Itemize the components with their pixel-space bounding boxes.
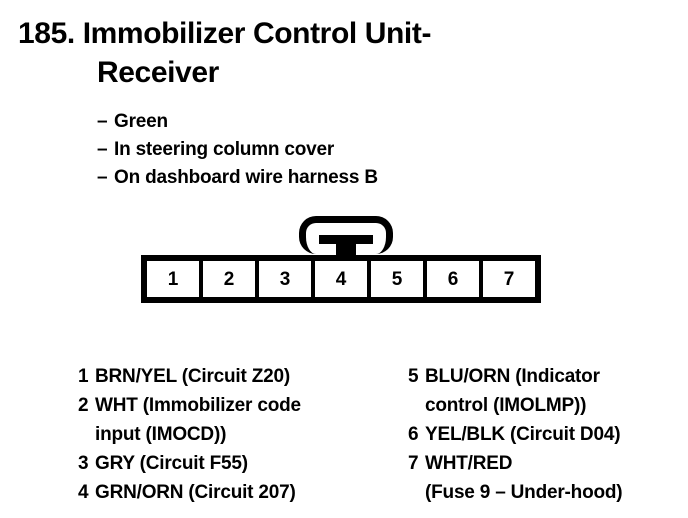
pin-number: 4 bbox=[78, 482, 89, 503]
pin-legend-entry: 7 WHT/RED (Fuse 9 – Under-hood) bbox=[408, 449, 688, 507]
page-title: 185. Immobilizer Control Unit- Receiver bbox=[18, 14, 658, 92]
pin-number: 5 bbox=[408, 366, 419, 387]
pin-legend-entry: 1 BRN/YEL (Circuit Z20) bbox=[78, 362, 388, 391]
locking-tab-icon bbox=[299, 216, 393, 257]
pin-description-line: WHT/RED bbox=[425, 453, 513, 474]
pin-description-line: WHT (Immobilizer code bbox=[95, 395, 301, 416]
description-list: – Green – In steering column cover – On … bbox=[97, 108, 617, 192]
pin-cell: 1 bbox=[147, 261, 199, 297]
pin-description-continuation: input (IMOCD)) bbox=[95, 424, 227, 445]
pin-legend-entry: 3 GRY (Circuit F55) bbox=[78, 449, 388, 478]
pin-description: WHT (Immobilizer code input (IMOCD)) bbox=[95, 391, 388, 449]
list-item: – Green bbox=[97, 108, 617, 136]
pin-number: 7 bbox=[408, 453, 419, 474]
pin-description: WHT/RED (Fuse 9 – Under-hood) bbox=[425, 449, 688, 507]
pin-description-line: GRN/ORN (Circuit 207) bbox=[95, 482, 296, 503]
pin-cell: 2 bbox=[203, 261, 255, 297]
pin-legend-right-column: 5 BLU/ORN (Indicator control (IMOLMP)) 6… bbox=[408, 362, 688, 507]
pin-legend-entry: 6 YEL/BLK (Circuit D04) bbox=[408, 420, 688, 449]
pin-number: 3 bbox=[78, 453, 89, 474]
connector-body: 1 2 3 4 5 6 7 bbox=[141, 255, 541, 303]
page-title-line-2: Receiver bbox=[97, 56, 219, 89]
pin-number: 2 bbox=[78, 395, 89, 416]
list-item-label: In steering column cover bbox=[114, 139, 335, 160]
pin-description-continuation: control (IMOLMP)) bbox=[425, 395, 587, 416]
pin-cell: 4 bbox=[315, 261, 367, 297]
dash-icon: – bbox=[97, 111, 108, 132]
pin-cell: 7 bbox=[483, 261, 535, 297]
dash-icon: – bbox=[97, 167, 108, 188]
pin-cell: 6 bbox=[427, 261, 479, 297]
locking-tab-outline bbox=[299, 216, 393, 254]
list-item: – On dashboard wire harness B bbox=[97, 164, 617, 192]
dash-icon: – bbox=[97, 139, 108, 160]
pin-description-continuation: (Fuse 9 – Under-hood) bbox=[425, 482, 623, 503]
pin-description: GRN/ORN (Circuit 207) bbox=[95, 478, 388, 507]
pin-legend-left-column: 1 BRN/YEL (Circuit Z20) 2 WHT (Immobiliz… bbox=[78, 362, 388, 507]
locking-tab-stem bbox=[336, 235, 356, 257]
pin-description: BRN/YEL (Circuit Z20) bbox=[95, 362, 388, 391]
pin-legend-entry: 2 WHT (Immobilizer code input (IMOCD)) bbox=[78, 391, 388, 449]
pin-legend-entry: 4 GRN/ORN (Circuit 207) bbox=[78, 478, 388, 507]
pin-description-line: BRN/YEL (Circuit Z20) bbox=[95, 366, 290, 387]
pin-description-line: BLU/ORN (Indicator bbox=[425, 366, 600, 387]
page-title-line-1: 185. Immobilizer Control Unit- bbox=[18, 17, 432, 50]
pin-description-line: GRY (Circuit F55) bbox=[95, 453, 248, 474]
pin-cell: 5 bbox=[371, 261, 423, 297]
pin-number: 1 bbox=[78, 366, 89, 387]
pin-description: GRY (Circuit F55) bbox=[95, 449, 388, 478]
pin-cell: 3 bbox=[259, 261, 311, 297]
list-item-label: Green bbox=[114, 111, 168, 132]
pin-legend-entry: 5 BLU/ORN (Indicator control (IMOLMP)) bbox=[408, 362, 688, 420]
pin-description: YEL/BLK (Circuit D04) bbox=[425, 420, 688, 449]
pin-description: BLU/ORN (Indicator control (IMOLMP)) bbox=[425, 362, 688, 420]
list-item-label: On dashboard wire harness B bbox=[114, 167, 378, 188]
list-item: – In steering column cover bbox=[97, 136, 617, 164]
pin-number: 6 bbox=[408, 424, 419, 445]
pin-description-line: YEL/BLK (Circuit D04) bbox=[425, 424, 621, 445]
connector-illustration: 1 2 3 4 5 6 7 bbox=[141, 216, 541, 306]
